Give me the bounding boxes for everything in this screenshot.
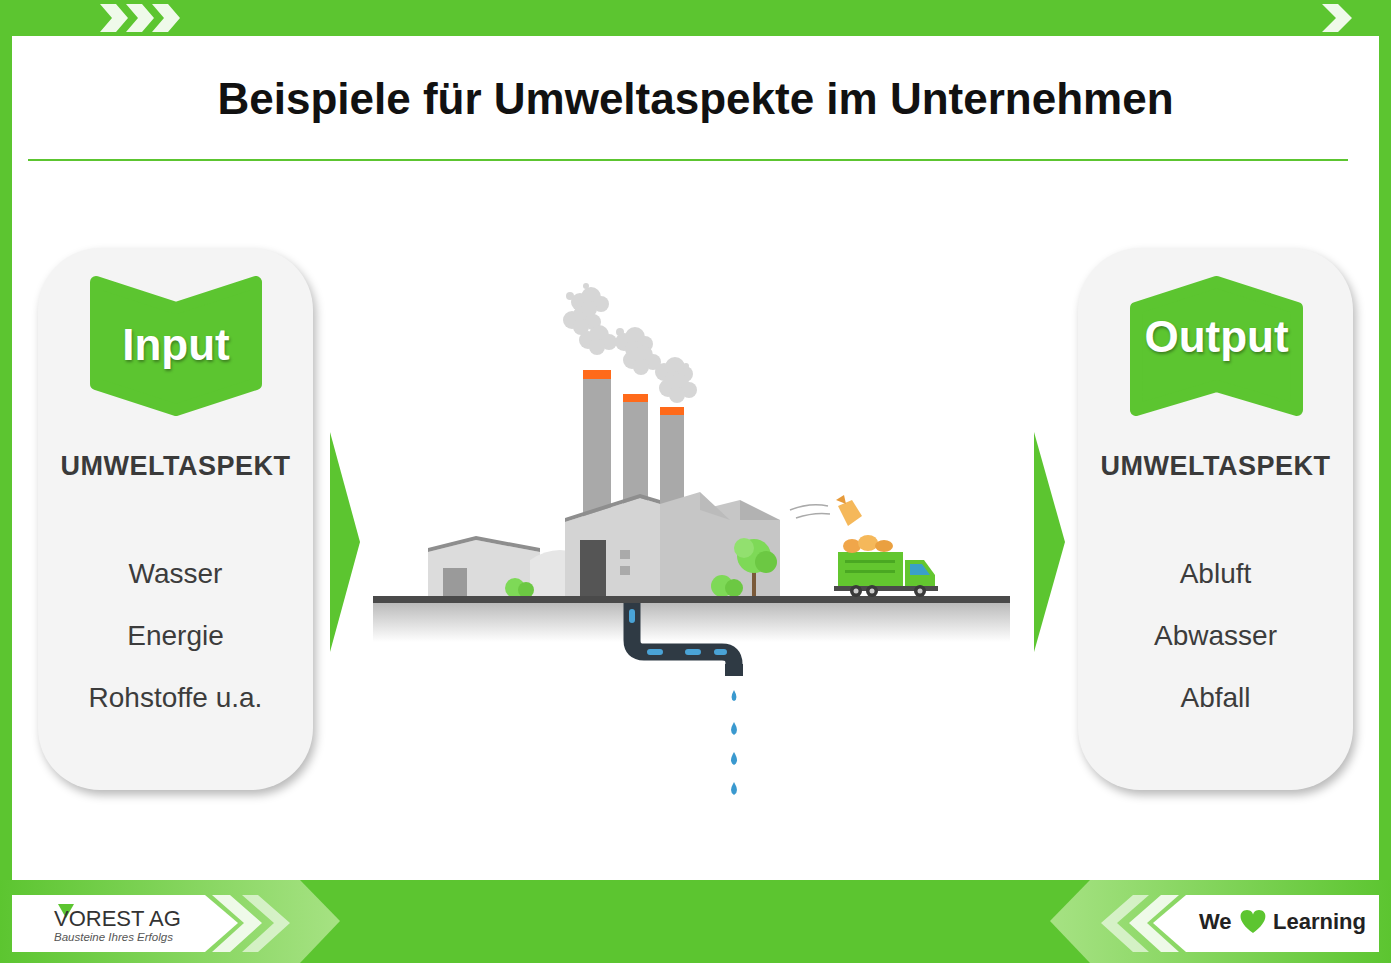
factory-hall xyxy=(565,498,660,597)
right-border xyxy=(1379,0,1391,963)
aspect-item: Abluft xyxy=(1078,558,1353,590)
footer-band xyxy=(0,880,1391,963)
diagram-title: Beispiele für Umweltaspekte im Unternehm… xyxy=(0,74,1391,124)
heart-icon xyxy=(1241,910,1266,933)
flying-bag xyxy=(838,500,862,526)
ground-line xyxy=(373,596,1010,603)
ground xyxy=(373,602,1010,642)
slogan-word: Learning xyxy=(1273,909,1373,935)
aspect-item: Rohstoffe u.a. xyxy=(38,682,313,714)
chimney xyxy=(583,378,611,518)
garbage-truck xyxy=(838,552,903,588)
badge-label: Input xyxy=(90,320,262,370)
flow-arrow xyxy=(330,432,360,652)
aspect-item: Wasser xyxy=(38,558,313,590)
water-drop xyxy=(732,690,737,701)
company-logo: VOREST AG xyxy=(54,906,204,932)
input-badge: Input xyxy=(90,276,262,416)
top-band xyxy=(0,0,1391,36)
company-slogan: Bausteine Ihres Erfolgs xyxy=(54,931,204,943)
title-rule xyxy=(28,159,1348,161)
aspect-item: Abwasser xyxy=(1078,620,1353,652)
drain-pipe xyxy=(632,603,734,674)
slogan-word: We xyxy=(1199,909,1239,935)
output-badge: Output xyxy=(1130,276,1303,416)
badge-label: Output xyxy=(1130,312,1303,362)
left-border xyxy=(0,0,12,963)
aspect-heading: UMWELTASPEKT xyxy=(38,451,313,482)
flow-arrow xyxy=(1034,432,1065,652)
aspect-item: Abfall xyxy=(1078,682,1353,714)
aspect-item: Energie xyxy=(38,620,313,652)
aspect-panel: UMWELTASPEKT WasserEnergieRohstoffe u.a. I… xyxy=(38,248,313,790)
slogan-plate xyxy=(1153,895,1379,952)
aspect-heading: UMWELTASPEKT xyxy=(1078,451,1353,482)
aspect-panel: UMWELTASPEKT AbluftAbwasserAbfall Output xyxy=(1078,248,1353,790)
logo-plate xyxy=(12,895,238,952)
